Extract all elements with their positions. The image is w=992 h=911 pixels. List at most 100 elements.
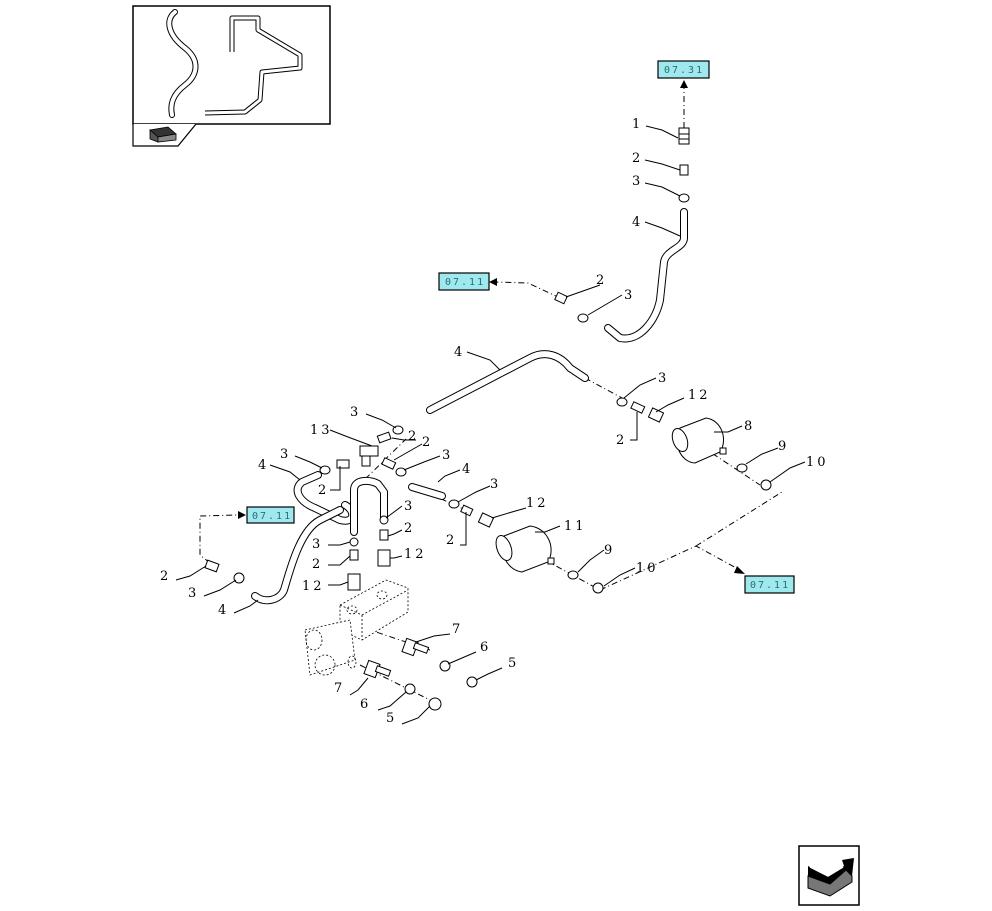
label-3-right: 3 bbox=[658, 371, 669, 386]
upper-tube bbox=[604, 208, 688, 343]
middle-tube bbox=[426, 350, 589, 414]
label-3-block-right: 3 bbox=[404, 499, 415, 514]
label-4-short: 4 bbox=[462, 462, 473, 477]
label-2-mid: 2 bbox=[596, 273, 607, 288]
left-tube-b bbox=[350, 476, 388, 536]
label-12-lower: 12 bbox=[526, 496, 549, 511]
washer-9-lower bbox=[567, 570, 579, 580]
washer-6-lower bbox=[404, 683, 416, 695]
label-6-upper: 6 bbox=[480, 640, 491, 655]
sleeve-2-upper-left bbox=[376, 431, 392, 444]
label-4-center: 4 bbox=[454, 345, 465, 360]
label-3-far-left: 3 bbox=[188, 586, 199, 601]
sleeve-2-left bbox=[336, 459, 350, 469]
sleeve-2-lower bbox=[460, 504, 474, 517]
adapter-12-right bbox=[647, 407, 665, 423]
sleeve-2-block-left bbox=[349, 549, 359, 561]
next-page-arrow-icon bbox=[807, 858, 854, 897]
filter-11 bbox=[495, 525, 555, 573]
fitting-1-top bbox=[678, 127, 690, 145]
ref-box-mid-text: 07.11 bbox=[445, 277, 485, 288]
nut-3-left bbox=[319, 465, 331, 475]
nut-3-top bbox=[678, 193, 690, 203]
label-2-block-right: 2 bbox=[404, 521, 415, 536]
nut-3-mid bbox=[577, 313, 589, 323]
bolt-10-right bbox=[760, 479, 772, 491]
ref-box-top-text: 07.31 bbox=[664, 65, 704, 76]
nut-5-upper bbox=[466, 676, 478, 688]
sleeve-2-block-right bbox=[379, 529, 389, 541]
label-5-lower: 5 bbox=[386, 711, 397, 726]
leader-lines bbox=[175, 125, 806, 725]
label-4-top: 4 bbox=[632, 215, 643, 230]
bolt-10-lower bbox=[592, 582, 604, 594]
label-2-center: 2 bbox=[422, 435, 433, 450]
label-8: 8 bbox=[744, 419, 755, 434]
bolt-7-upper bbox=[401, 637, 430, 657]
label-5-upper: 5 bbox=[508, 656, 519, 671]
tube-assembly-thumbnail-icon bbox=[166, 9, 303, 118]
label-3-upper-left: 3 bbox=[350, 405, 361, 420]
adapter-12-block-left bbox=[347, 573, 361, 591]
label-2-lower: 2 bbox=[446, 533, 457, 548]
label-9-lower: 9 bbox=[604, 543, 615, 558]
label-1-top: 1 bbox=[632, 117, 643, 132]
label-7-lower: 7 bbox=[334, 681, 345, 696]
label-2-far-left: 2 bbox=[160, 569, 171, 584]
valve-block bbox=[304, 579, 409, 676]
label-2-upper: 2 bbox=[408, 429, 419, 444]
label-2-right: 2 bbox=[616, 433, 627, 448]
label-11: 11 bbox=[564, 519, 587, 534]
label-12-block-left: 12 bbox=[302, 579, 325, 594]
sleeve-2-right bbox=[630, 401, 646, 414]
nut-3-block-left bbox=[349, 537, 359, 547]
ref-box-left-text: 07.11 bbox=[252, 511, 292, 522]
label-9-right: 9 bbox=[778, 439, 789, 454]
nut-3-center bbox=[395, 467, 407, 477]
nut-5-lower bbox=[428, 697, 442, 711]
label-4-far-left: 4 bbox=[218, 603, 229, 618]
label-10-right: 10 bbox=[806, 455, 829, 470]
nut-3-right bbox=[616, 397, 628, 407]
ref-box-mid[interactable]: 07.11 bbox=[438, 272, 490, 291]
left-tube-c bbox=[251, 506, 344, 605]
catalog-book-icon bbox=[149, 126, 177, 143]
label-2-block-left: 2 bbox=[312, 557, 323, 572]
label-6-lower: 6 bbox=[360, 697, 371, 712]
sleeve-2-far-left bbox=[204, 559, 220, 573]
short-tube bbox=[408, 483, 446, 500]
washer-6-upper bbox=[439, 660, 451, 672]
label-13: 13 bbox=[310, 423, 333, 438]
tee-fitting-13 bbox=[359, 445, 379, 467]
adapter-12-block-right bbox=[377, 549, 391, 567]
nut-3-lower bbox=[448, 499, 460, 509]
ref-box-left[interactable]: 07.11 bbox=[246, 506, 295, 524]
sleeve-2-top bbox=[679, 164, 689, 176]
label-2-left: 2 bbox=[318, 483, 329, 498]
part-labels: 1 2 3 4 2 3 4 3 12 8 2 9 10 3 13 2 2 3 3… bbox=[160, 117, 829, 726]
thumbnail-panel[interactable] bbox=[132, 5, 331, 147]
bolt-7-lower bbox=[363, 659, 392, 679]
sleeve-2-center bbox=[381, 457, 397, 470]
label-3-block-left: 3 bbox=[312, 537, 323, 552]
ref-box-top[interactable]: 07.31 bbox=[657, 60, 710, 79]
label-3-center: 3 bbox=[442, 448, 453, 463]
adapter-12-lower bbox=[477, 512, 495, 528]
label-10-lower: 10 bbox=[636, 561, 659, 576]
label-3-top: 3 bbox=[632, 174, 643, 189]
next-page-button[interactable] bbox=[798, 845, 860, 906]
label-4-left: 4 bbox=[258, 458, 269, 473]
filter-8 bbox=[671, 417, 727, 464]
ref-box-right[interactable]: 07.11 bbox=[744, 575, 795, 594]
washer-9-right bbox=[736, 463, 748, 473]
label-7-upper: 7 bbox=[452, 622, 463, 637]
ref-box-right-text: 07.11 bbox=[750, 580, 790, 591]
nut-3-far-left bbox=[233, 572, 245, 584]
label-2-top: 2 bbox=[632, 151, 643, 166]
sleeve-2-mid bbox=[554, 291, 568, 305]
label-12-right: 12 bbox=[688, 388, 711, 403]
label-12-block-right: 12 bbox=[404, 547, 427, 562]
label-3-lower: 3 bbox=[490, 477, 501, 492]
label-3-mid: 3 bbox=[624, 288, 635, 303]
